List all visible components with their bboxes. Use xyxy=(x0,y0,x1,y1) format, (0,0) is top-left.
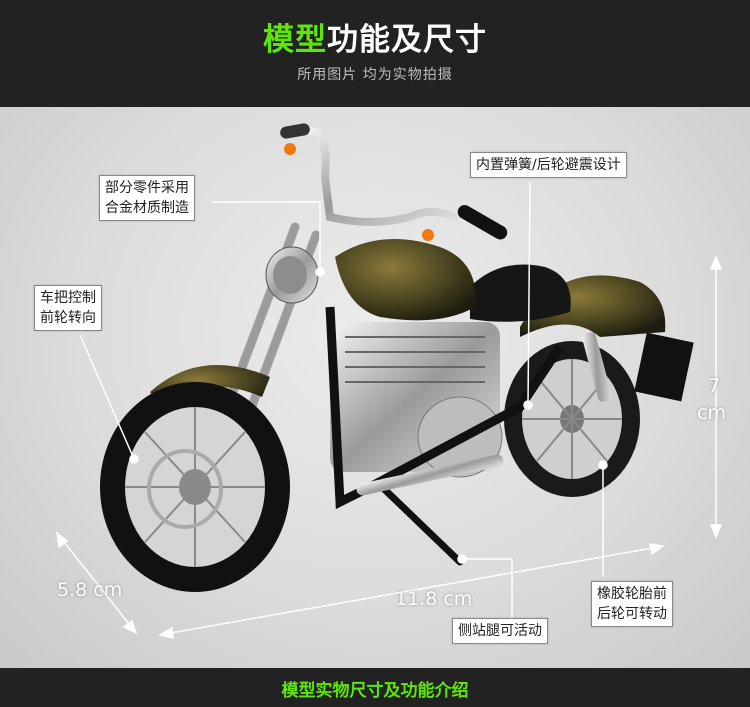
callout-steering-line1: 车把控制 xyxy=(40,290,96,306)
title-accent: 模型 xyxy=(263,22,327,58)
handlebar xyxy=(296,126,459,226)
dimension-height-unit: cm xyxy=(697,402,726,424)
fuel-tank xyxy=(335,239,476,321)
callout-parts-line2: 合金材质制造 xyxy=(105,200,189,216)
callout-steering-line2: 前轮转向 xyxy=(40,310,96,326)
rear-shock xyxy=(582,332,612,402)
engine xyxy=(330,322,503,478)
callout-tires-line2: 后轮可转动 xyxy=(597,606,667,622)
callout-kickstand: 侧站腿可活动 xyxy=(452,618,548,644)
page-title: 模型功能及尺寸 xyxy=(0,14,750,59)
header-banner: 模型功能及尺寸 所用图片 均为实物拍摄 xyxy=(0,0,750,107)
callout-tires: 橡胶轮胎前 后轮可转动 xyxy=(591,581,673,627)
callout-parts-line1: 部分零件采用 xyxy=(105,180,189,196)
seat xyxy=(470,264,571,322)
title-rest: 功能及尺寸 xyxy=(327,22,487,58)
page-subtitle: 所用图片 均为实物拍摄 xyxy=(297,67,453,83)
dimension-arrows xyxy=(55,255,723,639)
rear-wheel xyxy=(504,341,640,497)
callout-leaders xyxy=(79,181,608,620)
callout-kickstand-text: 侧站腿可活动 xyxy=(458,623,542,639)
callout-suspension-text: 内置弹簧/后轮避震设计 xyxy=(476,157,621,173)
license-plate xyxy=(634,332,694,402)
headlight xyxy=(265,246,319,304)
kickstand xyxy=(376,481,464,566)
exhaust-pipe xyxy=(356,454,504,496)
dimension-length: 11.8 cm xyxy=(395,588,473,610)
callout-tires-line1: 橡胶轮胎前 xyxy=(597,586,667,602)
footer-title: 模型实物尺寸及功能介绍 xyxy=(281,681,469,701)
front-wheel xyxy=(100,382,290,592)
handlebar-grip xyxy=(457,205,508,240)
handlebar-grip-left xyxy=(280,123,310,139)
motorcycle-illustration xyxy=(55,123,723,639)
callout-suspension: 内置弹簧/后轮避震设计 xyxy=(470,152,627,178)
product-stage: 部分零件采用 合金材质制造 车把控制 前轮转向 内置弹簧/后轮避震设计 橡胶轮胎… xyxy=(0,107,750,668)
callout-steering: 车把控制 前轮转向 xyxy=(34,285,102,331)
turn-signal-right xyxy=(422,229,434,241)
dimension-width: 5.8 cm xyxy=(57,579,123,601)
footer-banner: 模型实物尺寸及功能介绍 xyxy=(0,668,750,707)
dimension-height-value: 7 xyxy=(708,375,721,397)
callout-parts: 部分零件采用 合金材质制造 xyxy=(99,175,195,221)
turn-signal-left xyxy=(284,143,296,155)
